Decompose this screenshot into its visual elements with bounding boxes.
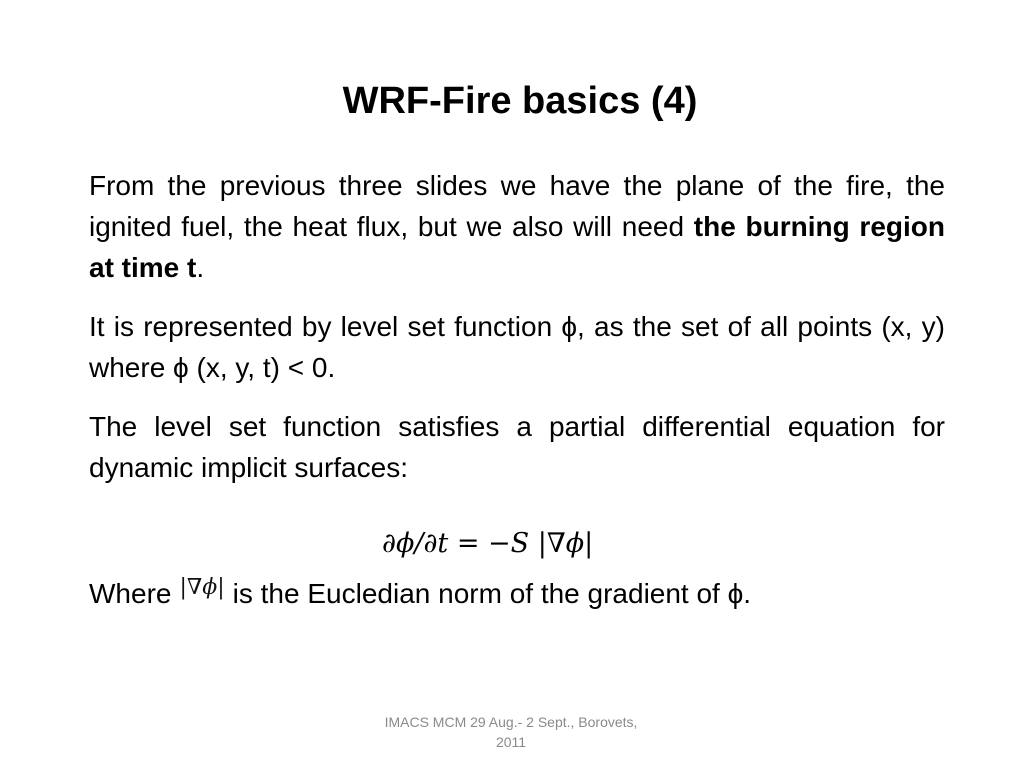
paragraph-intro: From the previous three slides we have t… xyxy=(89,165,945,288)
paragraph-intro-end: . xyxy=(196,252,205,283)
slide-body: From the previous three slides we have t… xyxy=(89,165,945,506)
paragraph-pde: The level set function satisfies a parti… xyxy=(89,411,945,483)
slide-title: WRF-Fire basics (4) xyxy=(342,80,698,122)
footer-line-1: IMACS MCM 29 Aug.- 2 Sept., Borovets, xyxy=(384,714,638,730)
paragraph-intro-text: From the previous three slides we have t… xyxy=(89,170,945,242)
paragraph-level-set: It is represented by level set function … xyxy=(89,311,945,383)
footer-line-2: 2011 xyxy=(495,734,527,750)
footer: IMACS MCM 29 Aug.- 2 Sept., Borovets, 20… xyxy=(356,712,666,752)
where-prefix: Where xyxy=(89,578,172,609)
paragraph-intro-bold: the burning region at time t xyxy=(89,211,945,283)
gradient-norm-math: |∇ϕ| xyxy=(179,575,225,600)
where-line: Where |∇ϕ| is the Eucledian norm of the gr… xyxy=(89,573,969,614)
level-set-equation: ∂ϕ/∂t = −S |∇ϕ| xyxy=(382,528,594,559)
where-suffix: is the Eucledian norm of the gradient of… xyxy=(232,578,752,609)
